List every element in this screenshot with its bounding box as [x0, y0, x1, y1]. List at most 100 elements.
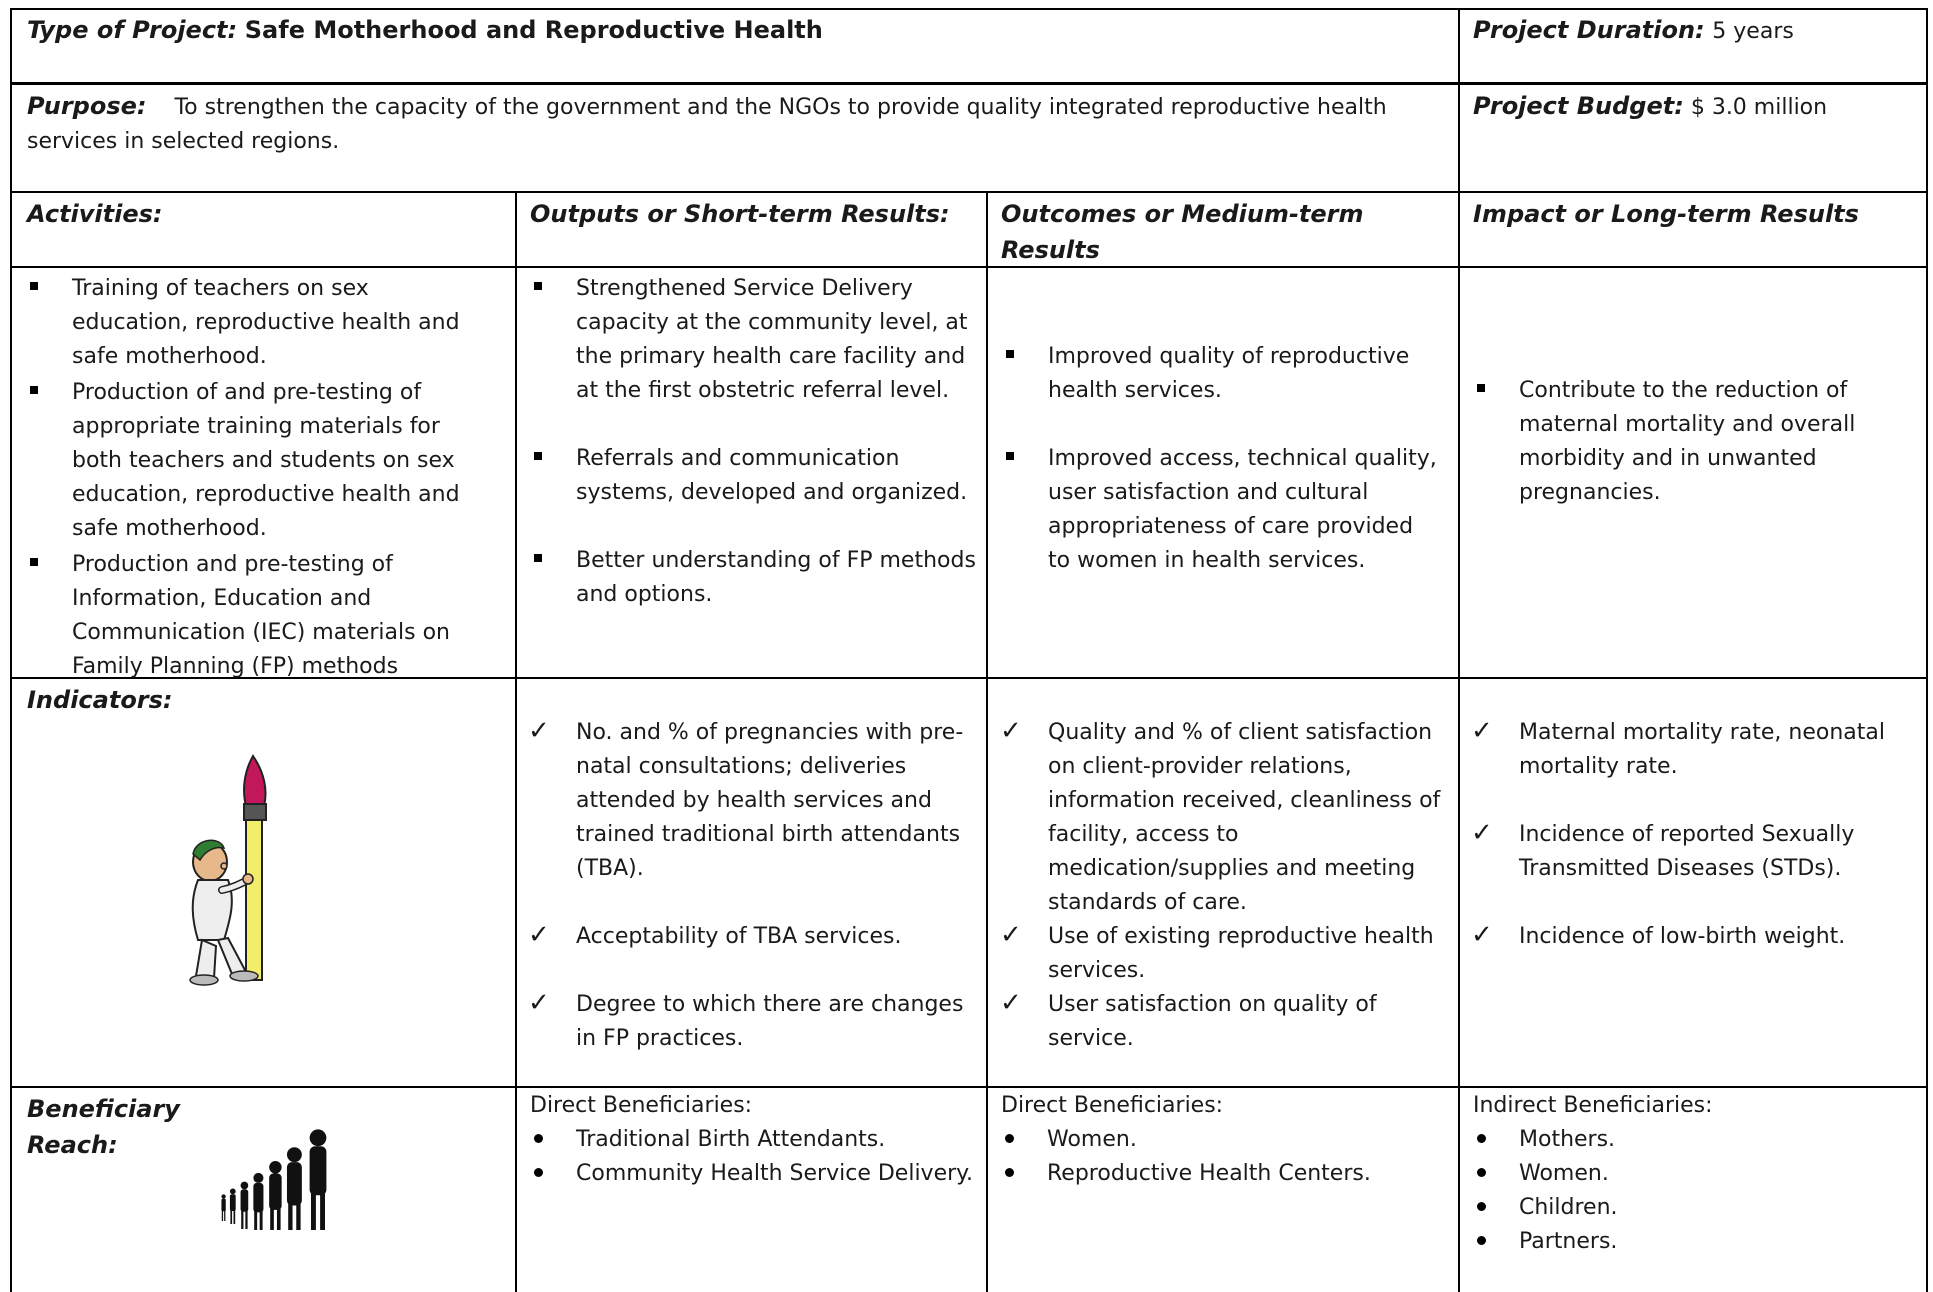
budget-cell: Project Budget: $ 3.0 million: [1473, 89, 1923, 125]
activities-list: Training of teachers on sex education, r…: [24, 272, 489, 684]
duration-label: Project Duration:: [1473, 16, 1705, 44]
list-item: Partners.: [1471, 1225, 1913, 1259]
list-item: Training of teachers on sex education, r…: [24, 272, 489, 374]
round-bullet-icon: [999, 1123, 1039, 1157]
list-item: ✓Maternal mortality rate, neonatal morta…: [1471, 716, 1885, 779]
list-item: Production and pre-testing of Informatio…: [24, 548, 489, 684]
beneficiary-outcomes-heading: Direct Beneficiaries:: [1001, 1093, 1224, 1118]
list-item: ✓Quality and % of client satisfaction on…: [1000, 716, 1441, 915]
list-item: Strengthened Service Delivery capacity a…: [528, 272, 976, 408]
duration-value: 5 years: [1712, 19, 1794, 44]
type-label: Type of Project:: [27, 16, 238, 44]
outputs-cell: Strengthened Service Delivery capacity a…: [528, 272, 976, 612]
budget-label: Project Budget:: [1473, 92, 1684, 120]
rule-under-purpose: [10, 191, 1928, 193]
purpose-cell: Purpose:To strengthen the capacity of th…: [27, 89, 1447, 159]
beneficiary-label-line1: Beneficiary: [27, 1095, 180, 1123]
list-item: Mothers.: [1471, 1123, 1913, 1157]
list-item: ✓Incidence of low-birth weight.: [1471, 920, 1846, 950]
budget-value: $ 3.0 million: [1690, 95, 1828, 120]
list-item: Improved quality of reproductive health …: [1000, 340, 1442, 408]
purpose-text: To strengthen the capacity of the govern…: [27, 95, 1387, 154]
beneficiary-outputs-cell: Direct Beneficiaries: Traditional Birth …: [530, 1089, 978, 1191]
divider-col2: [986, 191, 988, 1292]
indicators-outputs-list: ✓No. and % of pregnancies with pre-natal…: [528, 716, 978, 1056]
round-bullet-icon: [1471, 1225, 1511, 1259]
checkmark-icon: ✓: [1000, 988, 1022, 1018]
outcomes-cell: Improved quality of reproductive health …: [1000, 340, 1442, 578]
beneficiary-impact-list: Mothers. Women. Children. Partners.: [1471, 1123, 1913, 1259]
square-bullet-icon: [528, 442, 568, 476]
list-item: Community Health Service Delivery.: [528, 1157, 978, 1191]
duration-cell: Project Duration: 5 years: [1473, 12, 1923, 50]
list-item: Women.: [999, 1123, 1449, 1157]
rule-under-items: [10, 677, 1928, 679]
rule-under-headers: [10, 266, 1928, 268]
list-item: Children.: [1471, 1191, 1913, 1225]
checkmark-icon: ✓: [528, 716, 550, 746]
activities-cell: Training of teachers on sex education, r…: [24, 272, 489, 684]
header-impact: Impact or Long-term Results: [1473, 200, 1859, 228]
checkmark-icon: ✓: [1471, 818, 1493, 848]
indicators-impact-list: ✓Maternal mortality rate, neonatal morta…: [1471, 716, 1911, 954]
square-bullet-icon: [1000, 340, 1040, 374]
type-value: Safe Motherhood and Reproductive Health: [244, 16, 823, 44]
impact-list: Contribute to the reduction of maternal …: [1471, 374, 1911, 510]
list-item: Referrals and communication systems, dev…: [528, 442, 976, 510]
checkmark-icon: ✓: [1471, 716, 1493, 746]
round-bullet-icon: [528, 1123, 568, 1157]
header-activities: Activities:: [27, 200, 163, 228]
checkmark-icon: ✓: [528, 920, 550, 950]
indicators-outcomes-cell: ✓Quality and % of client satisfaction on…: [1000, 716, 1448, 1056]
list-item: ✓No. and % of pregnancies with pre-natal…: [528, 716, 964, 881]
list-item: ✓Use of existing reproductive health ser…: [1000, 920, 1434, 983]
round-bullet-icon: [528, 1157, 568, 1191]
outcomes-list: Improved quality of reproductive health …: [1000, 340, 1442, 578]
header-outcomes: Outcomes or Medium-term Results: [1001, 200, 1364, 264]
list-item: Women.: [1471, 1157, 1913, 1191]
list-item: Production of and pre-testing of appropr…: [24, 376, 489, 546]
impact-cell: Contribute to the reduction of maternal …: [1471, 374, 1911, 510]
beneficiary-label-line2: Reach:: [27, 1131, 118, 1159]
divider-col1: [515, 191, 517, 1292]
checkmark-icon: ✓: [1000, 716, 1022, 746]
checkmark-icon: ✓: [528, 988, 550, 1018]
people-lineup-icon: [221, 1129, 327, 1230]
list-item: ✓Acceptability of TBA services.: [528, 920, 902, 950]
beneficiary-label: Beneficiary Reach:: [27, 1091, 227, 1163]
indicators-label: Indicators:: [27, 686, 173, 714]
square-bullet-icon: [24, 376, 64, 410]
round-bullet-icon: [1471, 1123, 1511, 1157]
round-bullet-icon: [1471, 1191, 1511, 1225]
type-cell: Type of Project: Safe Motherhood and Rep…: [27, 12, 1447, 48]
indicators-outputs-cell: ✓No. and % of pregnancies with pre-natal…: [528, 716, 978, 1056]
square-bullet-icon: [24, 272, 64, 306]
list-item: Improved access, technical quality, user…: [1000, 442, 1442, 578]
list-item: Traditional Birth Attendants.: [528, 1123, 978, 1157]
beneficiary-impact-cell: Indirect Beneficiaries: Mothers. Women. …: [1473, 1089, 1913, 1259]
list-item: Better understanding of FP methods and o…: [528, 544, 976, 612]
list-item: ✓Degree to which there are changes in FP…: [528, 988, 964, 1051]
beneficiary-outcomes-list: Women. Reproductive Health Centers.: [999, 1123, 1449, 1191]
square-bullet-icon: [1000, 442, 1040, 476]
rule-under-indicators: [10, 1086, 1928, 1088]
square-bullet-icon: [24, 548, 64, 582]
outputs-list: Strengthened Service Delivery capacity a…: [528, 272, 976, 612]
rule-under-type: [10, 82, 1928, 85]
indicators-impact-cell: ✓Maternal mortality rate, neonatal morta…: [1471, 716, 1911, 954]
beneficiary-outputs-list: Traditional Birth Attendants. Community …: [528, 1123, 978, 1191]
beneficiary-outcomes-cell: Direct Beneficiaries: Women. Reproductiv…: [1001, 1089, 1449, 1191]
list-item: ✓User satisfaction on quality of service…: [1000, 988, 1377, 1051]
painter-with-brush-icon: [189, 754, 267, 986]
beneficiary-outputs-heading: Direct Beneficiaries:: [530, 1093, 753, 1118]
checkmark-icon: ✓: [1000, 920, 1022, 950]
indicators-outcomes-list: ✓Quality and % of client satisfaction on…: [1000, 716, 1448, 1056]
square-bullet-icon: [528, 544, 568, 578]
round-bullet-icon: [999, 1157, 1039, 1191]
list-item: Contribute to the reduction of maternal …: [1471, 374, 1911, 510]
purpose-label: Purpose:: [27, 92, 147, 120]
checkmark-icon: ✓: [1471, 920, 1493, 950]
header-outputs: Outputs or Short-term Results:: [530, 200, 950, 228]
beneficiary-impact-heading: Indirect Beneficiaries:: [1473, 1093, 1713, 1118]
square-bullet-icon: [528, 272, 568, 306]
